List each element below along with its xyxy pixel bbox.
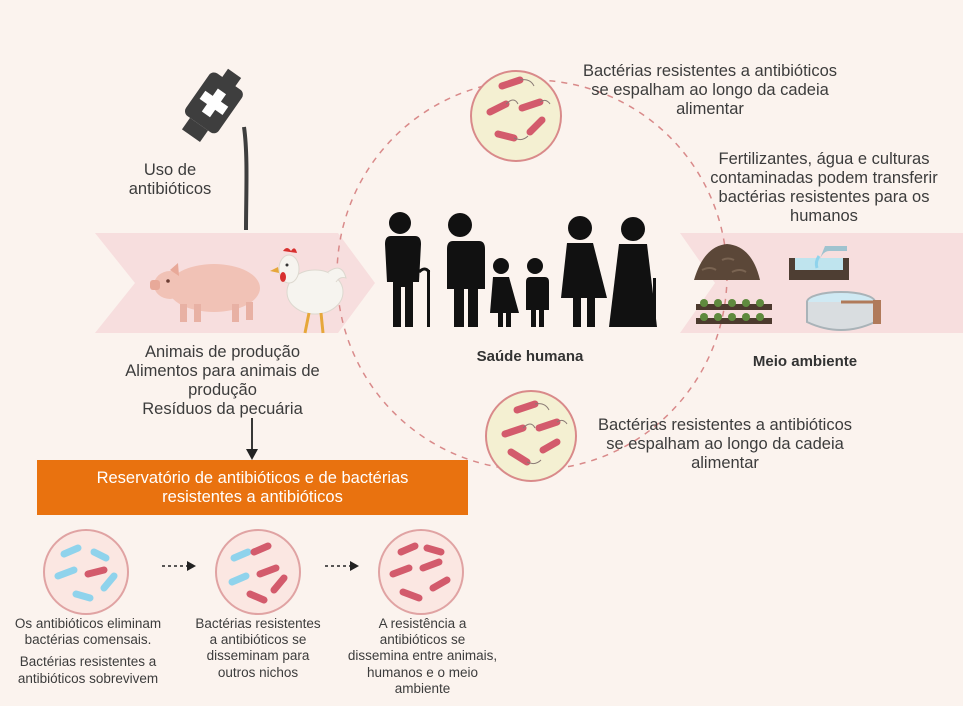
crops-icon xyxy=(696,299,772,324)
soil-pile-icon xyxy=(694,244,760,280)
water-treatment-tank-icon xyxy=(806,291,881,331)
step-arrow-2 xyxy=(325,561,359,571)
down-arrow-icon xyxy=(246,418,258,460)
step3-caption: A resistência a antibióticos se dissemin… xyxy=(347,616,498,696)
animals-label: Animais de produção Alimentos para anima… xyxy=(125,343,320,418)
people-silhouettes-icon xyxy=(385,212,657,327)
reservoir-banner: Reservatório de antibióticos e de bactér… xyxy=(37,460,468,515)
spread-bottom-label: Bactérias resistentes a antibióticos se … xyxy=(597,416,853,472)
bacteria-circle-bottom xyxy=(485,390,577,482)
contaminated-water-icon xyxy=(789,246,849,280)
bacteria-circle-top xyxy=(470,70,562,162)
antibiotic-use-label: Uso de antibióticos xyxy=(128,161,212,198)
step1-caption: Os antibióticos eliminam bactérias comen… xyxy=(14,616,162,686)
step2-caption: Bactérias resistentes a antibióticos se … xyxy=(195,616,321,680)
human-health-label: Saúde humana xyxy=(476,348,584,365)
chicken-icon xyxy=(270,248,347,334)
pig-icon xyxy=(150,263,260,322)
environment-label: Meio ambiente xyxy=(752,353,858,370)
step3-bacteria-circle xyxy=(378,529,464,615)
step1-bacteria-circle xyxy=(43,529,129,615)
step2-bacteria-circle xyxy=(215,529,301,615)
antibiotic-bottle-icon xyxy=(181,68,249,231)
spread-top-label: Bactérias resistentes a antibióticos se … xyxy=(582,62,838,118)
fertilizers-label: Fertilizantes, água e culturas contamina… xyxy=(710,150,938,225)
step-arrow-1 xyxy=(162,561,196,571)
